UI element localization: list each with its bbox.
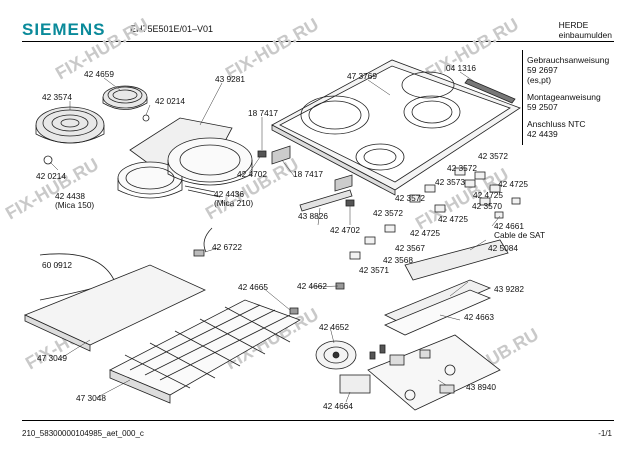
ceramic-hob-top <box>271 59 521 196</box>
header-divider <box>22 41 614 42</box>
label-424725-a: 42 4725 <box>498 179 528 189</box>
relay-block <box>339 374 371 394</box>
watermark-4: FIX-HUB.RU <box>2 154 102 223</box>
label-424436: 42 4436 <box>214 189 244 199</box>
label-424661-note: Cable de SAT <box>494 230 546 240</box>
category-line-1: HERDE <box>558 20 589 30</box>
label-424659: 42 4659 <box>84 69 114 79</box>
model-number: EH75E501E/01–V01 <box>130 24 214 34</box>
seal-strip <box>464 78 516 104</box>
heating-element-small <box>102 85 148 110</box>
label-423572-b: 42 3572 <box>447 163 477 173</box>
label-423573: 42 3573 <box>435 177 465 187</box>
doc-note: (es,pt) <box>527 75 552 85</box>
doc-installation: Montageanweisung 59 2507 <box>527 92 609 112</box>
doc-title: Anschluss NTC <box>527 119 586 129</box>
documents-panel: Gebrauchsanweisung 59 2697 (es,pt) Monta… <box>527 55 609 146</box>
label-600912: 60 0912 <box>42 260 72 270</box>
connector-a <box>257 150 267 158</box>
keyboard-board <box>404 239 509 281</box>
brand-logo: SIEMENS <box>22 20 106 39</box>
label-423572-d: 42 3572 <box>373 208 403 218</box>
doc-user-manual: Gebrauchsanweisung 59 2697 (es,pt) <box>527 55 609 85</box>
category-line-2: einbaumulden <box>558 30 612 40</box>
label-187417-a: 18 7417 <box>248 108 278 118</box>
label-424725-b: 42 4725 <box>473 190 503 200</box>
label-424436-note: (Mica 210) <box>214 198 254 208</box>
label-424665: 42 4665 <box>238 282 268 292</box>
doc-title: Montageanweisung <box>527 92 601 102</box>
label-423572-a: 42 3572 <box>478 151 508 161</box>
label-423568: 42 3568 <box>383 255 413 265</box>
label-423567: 42 3567 <box>395 243 425 253</box>
label-420214-a: 42 0214 <box>155 96 185 106</box>
wire-426722 <box>203 227 213 253</box>
label-424725-d: 42 4725 <box>410 228 440 238</box>
doc-ntc: Anschluss NTC 42 4439 <box>527 119 609 139</box>
category: HERDE einbaumulden <box>559 20 612 40</box>
label-423571: 42 3571 <box>359 265 389 275</box>
label-424438: 42 4438 <box>55 191 85 201</box>
label-425084: 42 5084 <box>488 243 518 253</box>
label-424702-a: 42 4702 <box>237 169 267 179</box>
fan-424652 <box>315 340 357 370</box>
label-439282: 43 9282 <box>494 284 524 294</box>
label-473769: 47 3769 <box>347 71 377 81</box>
footer-document-id: 210_58300000104985_aet_000_c <box>22 429 144 438</box>
doc-title: Gebrauchsanweisung <box>527 55 610 65</box>
leader-lines <box>49 71 501 403</box>
label-423570: 42 3570 <box>472 201 502 211</box>
label-438940: 43 8940 <box>466 382 496 392</box>
housing-473048 <box>109 299 301 404</box>
label-438826: 43 8826 <box>298 211 328 221</box>
label-473049: 47 3049 <box>37 353 67 363</box>
label-424663: 42 4663 <box>464 312 494 322</box>
clip-424665 <box>289 307 299 315</box>
profile-bar <box>299 189 353 212</box>
label-473048: 47 3048 <box>76 393 106 403</box>
doc-number: 59 2697 <box>527 65 558 75</box>
label-420214-b: 42 0214 <box>36 171 66 181</box>
footer-page: -1/1 <box>598 429 612 438</box>
clip-187417a <box>271 145 291 165</box>
label-424438-note: (Mica 150) <box>55 200 95 210</box>
footer-divider <box>22 420 614 421</box>
label-423572-c: 42 3572 <box>395 193 425 203</box>
label-439281: 43 9281 <box>215 74 245 84</box>
label-423574: 42 3574 <box>42 92 72 102</box>
label-424661: 42 4661 <box>494 221 524 231</box>
power-board <box>367 334 501 411</box>
label-424664: 42 4664 <box>323 401 353 411</box>
doc-number: 42 4439 <box>527 129 558 139</box>
doc-number: 59 2507 <box>527 102 558 112</box>
button-cluster <box>349 167 521 260</box>
heating-element-radiant <box>35 106 105 144</box>
label-187417-b: 18 7417 <box>293 169 323 179</box>
clip-187417b <box>334 174 353 192</box>
label-424662: 42 4662 <box>297 281 327 291</box>
clip-right <box>142 114 150 122</box>
label-041316: 04 1316 <box>446 63 476 73</box>
clip-left <box>43 155 53 165</box>
label-424652: 42 4652 <box>319 322 349 332</box>
label-424702-b: 42 4702 <box>330 225 360 235</box>
mica-heaters <box>117 137 253 199</box>
label-424725-c: 42 4725 <box>438 214 468 224</box>
label-426722: 42 6722 <box>212 242 242 252</box>
connector-b <box>345 199 355 207</box>
side-divider <box>522 50 523 145</box>
